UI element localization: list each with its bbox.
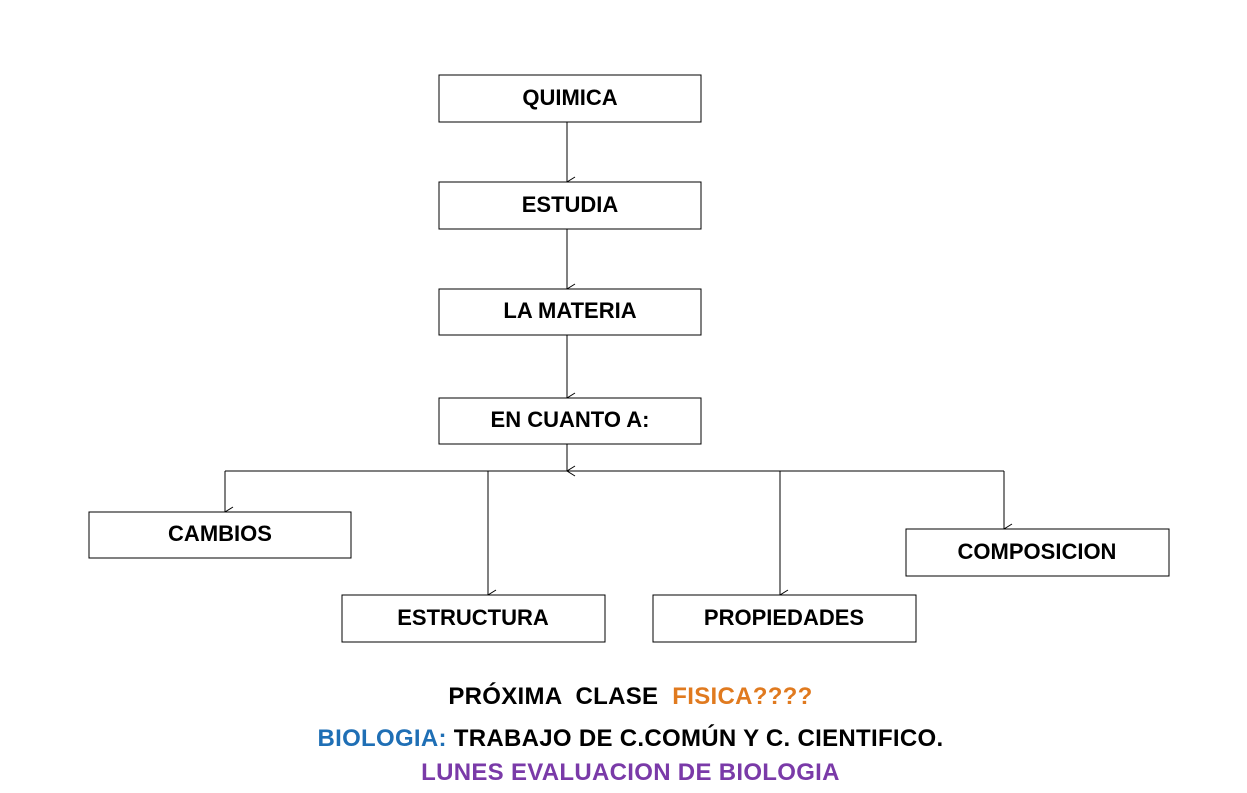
node-cambios: CAMBIOS <box>88 511 352 559</box>
node-quimica: QUIMICA <box>438 74 702 123</box>
node-estudia: ESTUDIA <box>438 181 702 230</box>
node-label: EN CUANTO A: <box>491 407 650 432</box>
node-estructura: ESTRUCTURA <box>341 594 606 643</box>
node-label: QUIMICA <box>522 85 617 110</box>
node-label: COMPOSICION <box>958 539 1117 564</box>
node-label: ESTRUCTURA <box>397 605 549 630</box>
node-en-cuanto-a: EN CUANTO A: <box>438 397 702 445</box>
node-label: CAMBIOS <box>168 521 272 546</box>
node-propiedades: PROPIEDADES <box>652 594 917 643</box>
footer-line-biology-work: BIOLOGIA: TRABAJO DE C.COMÚN Y C. CIENTI… <box>0 697 1247 753</box>
edges <box>224 118 1013 601</box>
footer-biology-label: BIOLOGIA: <box>317 725 447 752</box>
footer-line-next-class: PRÓXIMA CLASE FISICA???? <box>0 655 1247 711</box>
footer-next-class-subject: FISICA???? <box>672 683 813 710</box>
node-label: LA MATERIA <box>503 298 636 323</box>
footer-biology-task: TRABAJO DE C.COMÚN Y C. CIENTIFICO. <box>446 725 944 752</box>
node-composicion: COMPOSICION <box>905 528 1170 577</box>
node-la-materia: LA MATERIA <box>438 288 702 336</box>
footer-monday-exam: LUNES EVALUACION DE BIOLOGIA <box>421 759 840 786</box>
footer-next-class-label: PRÓXIMA CLASE <box>448 683 673 710</box>
node-label: ESTUDIA <box>522 192 619 217</box>
node-label: PROPIEDADES <box>704 605 864 630</box>
concept-map: QUIMICA ESTUDIA LA MATERIA EN CUANTO A: … <box>88 74 1170 643</box>
footer-line-monday-exam: LUNES EVALUACION DE BIOLOGIA <box>0 731 1247 787</box>
